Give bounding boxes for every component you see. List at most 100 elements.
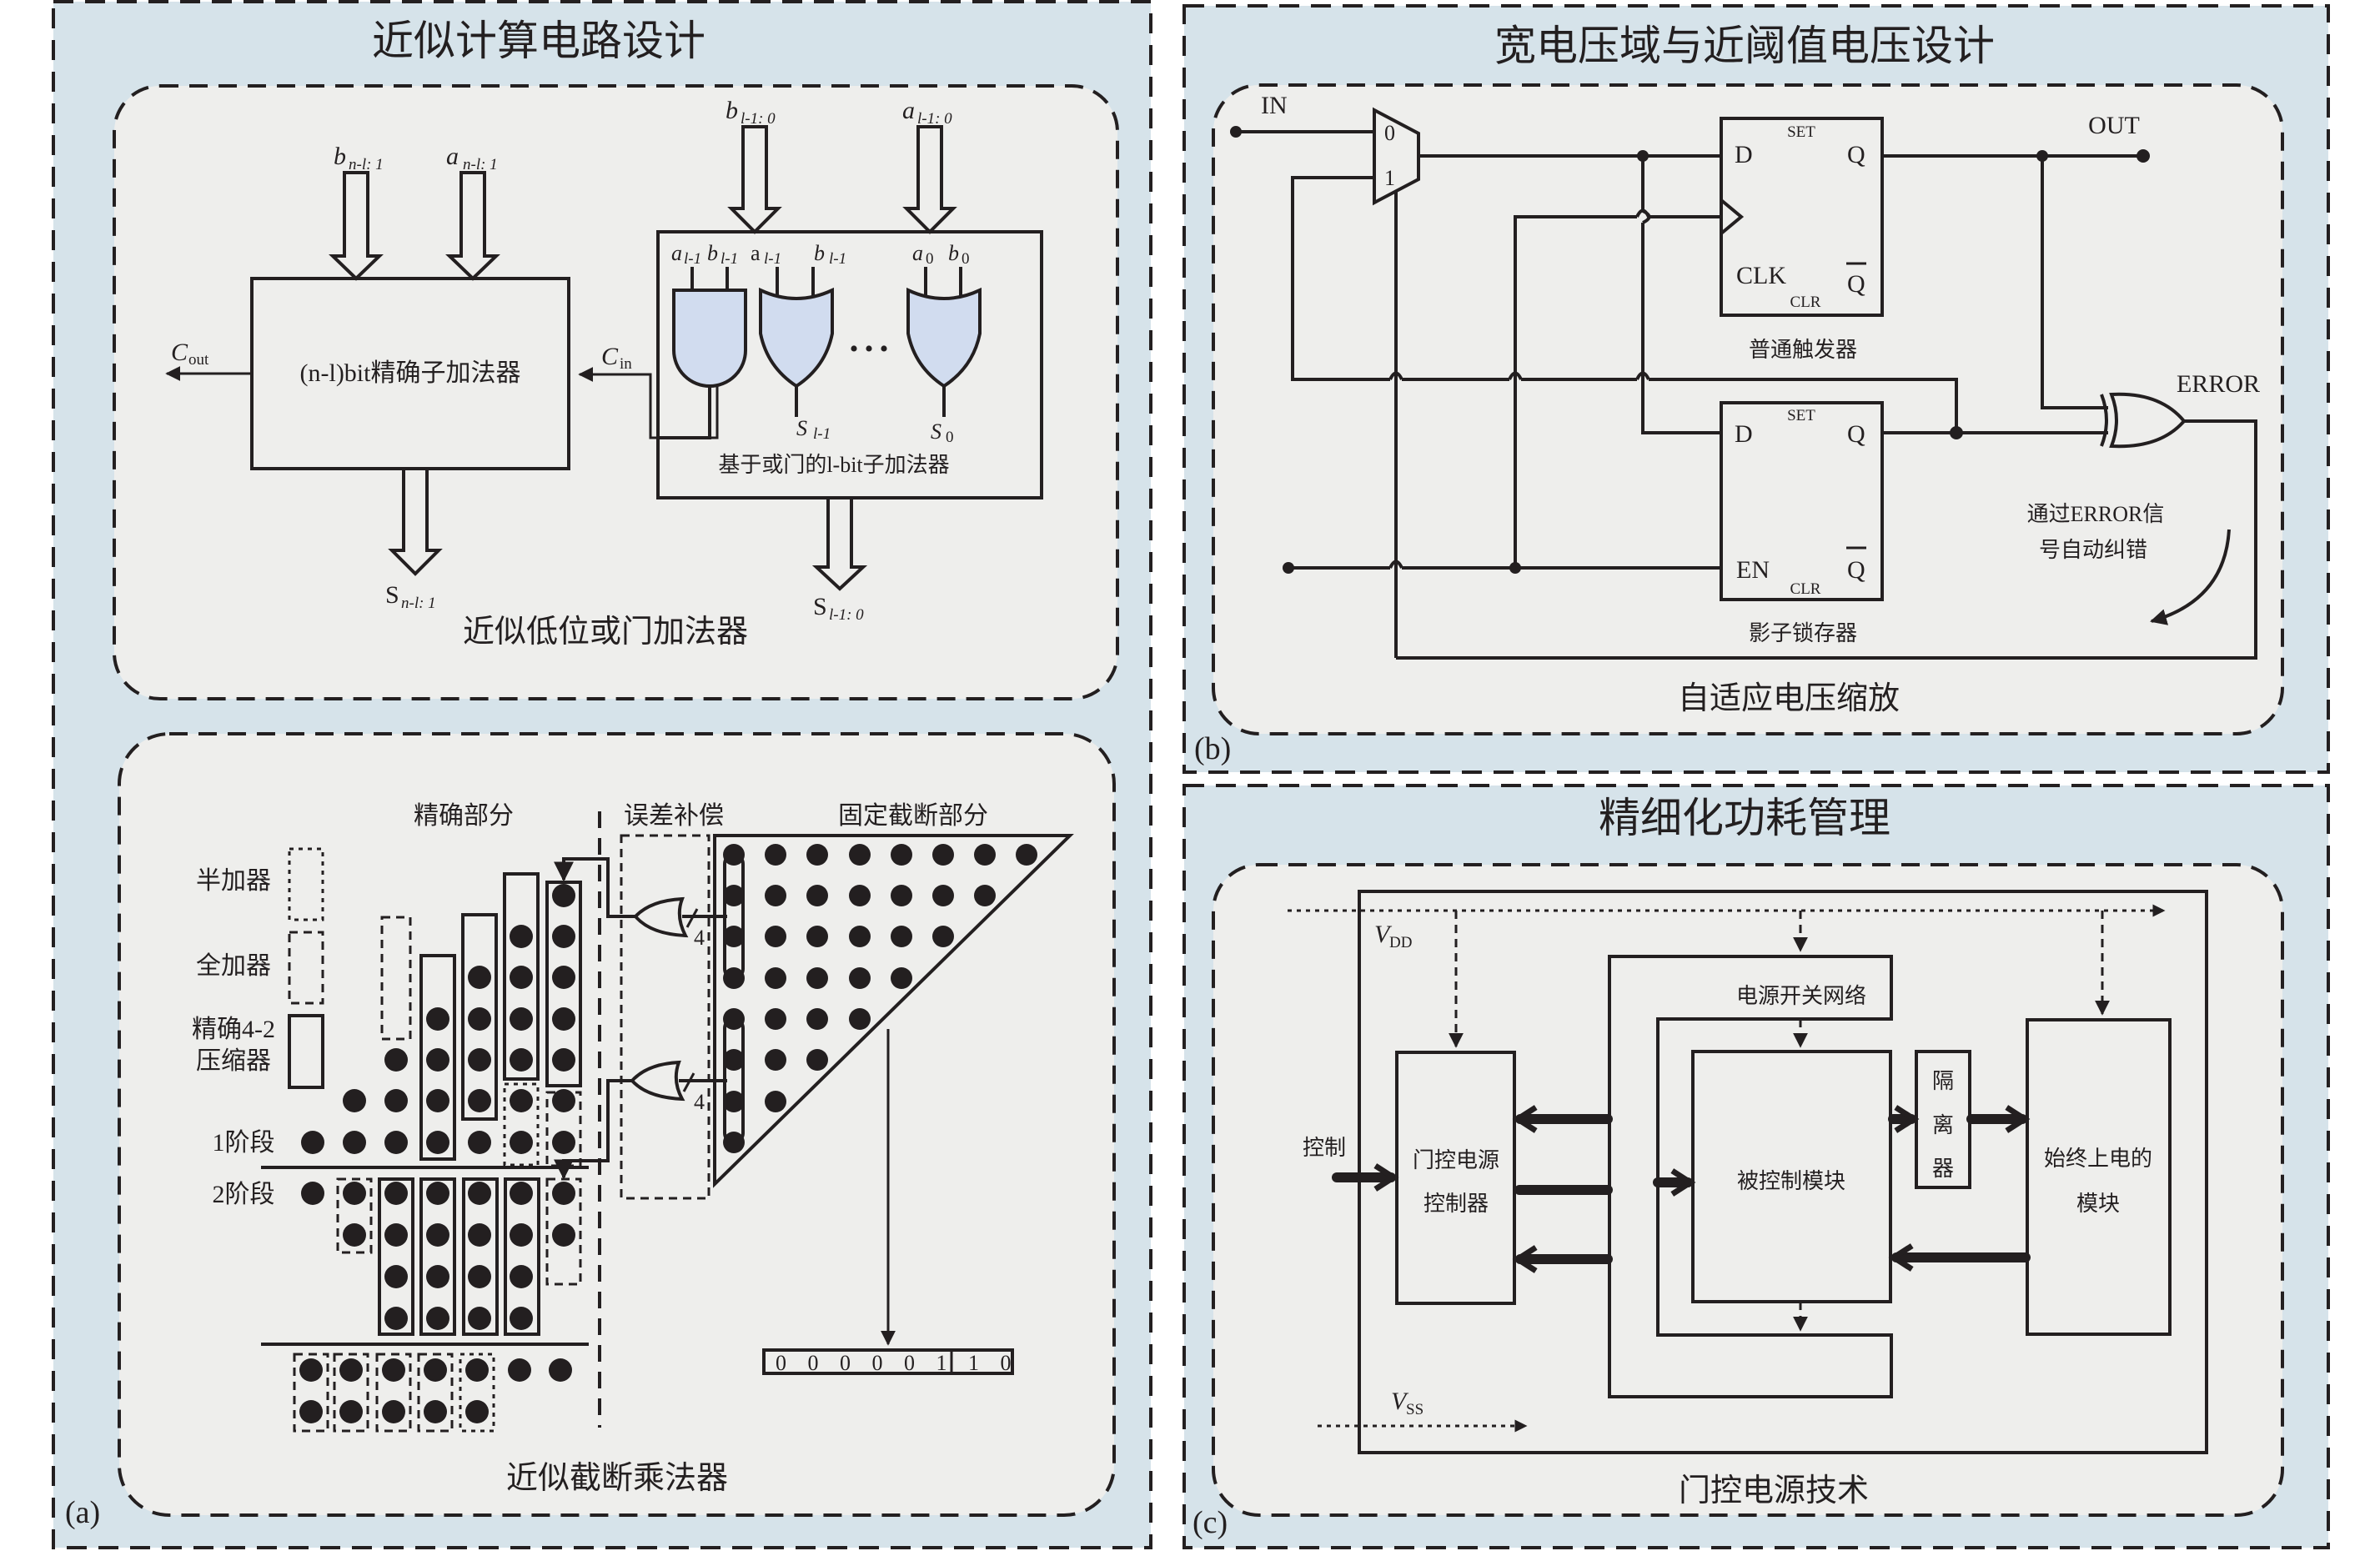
partial-product-dot: [510, 966, 533, 989]
power-switch-network: [1608, 955, 1893, 1398]
svg-text:a: a: [902, 97, 915, 124]
svg-text:0: 0: [926, 250, 934, 268]
truncated-dot: [723, 885, 745, 906]
legend-half-adder-swatch: [288, 847, 324, 921]
svg-text:a: a: [912, 241, 923, 265]
svg-text:始终上电的: 始终上电的: [2044, 1147, 2152, 1171]
svg-text:l-1: l-1: [813, 425, 831, 443]
panel-c-tag: (c): [1193, 1505, 1228, 1540]
svg-text:电源开关网络: 电源开关网络: [1736, 984, 1866, 1008]
result-bit: 1: [968, 1351, 979, 1375]
exact-subadder-label: (n-l)bit精确子加法器: [300, 359, 521, 387]
svg-text:EN: EN: [1736, 556, 1770, 584]
stage2-dot: [426, 1307, 449, 1330]
truncated-dot: [891, 967, 912, 989]
result-bit: 0: [1001, 1351, 1012, 1375]
final-dot: [424, 1358, 447, 1382]
section-comp-label: 误差补偿: [624, 802, 724, 830]
ff-main: D Q SET CLK Q CLR 普通触发器: [1720, 117, 1884, 362]
legend-full-adder-swatch: [288, 931, 324, 1005]
svg-text:Q: Q: [1847, 270, 1865, 298]
svg-text:n-l: 1: n-l: 1: [401, 595, 436, 612]
truncated-dot: [723, 1008, 745, 1030]
adder-group-box: [375, 1353, 412, 1433]
stage2-dot: [510, 1307, 533, 1330]
svg-text:Q: Q: [1847, 141, 1865, 168]
panel-b-caption: 自适应电压缩放: [1678, 681, 1900, 716]
truncated-dot: [723, 1049, 745, 1071]
svg-text:S: S: [813, 593, 827, 620]
svg-text:V: V: [1391, 1388, 1409, 1415]
adder-group-box: [417, 1353, 454, 1433]
control-label: 控制: [1303, 1136, 1346, 1160]
panel-a: 近似计算电路设计 (n-l)bit精确子加法器 b n-l: 1 a n-l: …: [52, 0, 1152, 1549]
svg-text:a: a: [751, 241, 761, 265]
adder-group-box: [462, 1177, 499, 1336]
partial-product-dot: [552, 925, 575, 948]
svg-text:SET: SET: [1787, 407, 1815, 424]
adder-group-box: [380, 916, 412, 1041]
stage2-dot: [301, 1182, 324, 1205]
svg-text:b: b: [814, 241, 825, 265]
legend-compressor-line1: 精确4-2: [192, 1016, 275, 1043]
partial-product-dot: [468, 1048, 491, 1072]
svg-text:n-l: 1: n-l: 1: [349, 156, 384, 173]
result-bit: 0: [904, 1351, 915, 1375]
compressor-groups: [293, 872, 582, 1433]
svg-text:l-1: l-1: [684, 250, 701, 268]
svg-text:C: C: [601, 343, 619, 370]
partial-product-dot: [301, 1131, 324, 1154]
truncated-dot: [806, 967, 828, 989]
svg-text:CLR: CLR: [1790, 580, 1821, 598]
truncated-dot: [932, 844, 954, 866]
in-label: IN: [1261, 92, 1288, 119]
carry-in: C in: [578, 343, 719, 439]
truncated-dot: [849, 967, 871, 989]
approx-truncated-multiplier: 精确部分 误差补偿 固定截断部分 半加器 全加器 精确4-2 压缩器 1阶段 2…: [118, 732, 1116, 1517]
legend-half-adder: 半加器: [196, 867, 271, 895]
truncated-dot: [849, 844, 871, 866]
partial-product-dot: [552, 966, 575, 989]
svg-text:b: b: [707, 241, 718, 265]
truncated-dot: [723, 967, 745, 989]
always-on-module: [2026, 1018, 2172, 1336]
svg-text:0: 0: [962, 250, 970, 268]
svg-text:out: out: [188, 351, 209, 369]
svg-text:1: 1: [1384, 166, 1395, 190]
out-terminal: [2136, 149, 2150, 163]
partial-product-dot: [552, 1007, 575, 1031]
svg-text:S: S: [931, 419, 941, 444]
svg-text:门控电源: 门控电源: [1413, 1148, 1499, 1172]
truncated-dot: [849, 926, 871, 947]
truncated-dot: [806, 1008, 828, 1030]
final-dot: [339, 1358, 363, 1382]
final-dot: [424, 1400, 447, 1423]
stage2-dot: [343, 1182, 366, 1205]
adder-group-box: [419, 954, 456, 1161]
svg-text:CLR: CLR: [1790, 294, 1821, 311]
truncated-dot: [765, 1008, 786, 1030]
adaptive-voltage-frame: [1212, 83, 2284, 735]
partial-product-dot: [384, 1131, 408, 1154]
svg-text:0: 0: [946, 429, 954, 446]
input-arrow-b-low: b l-1: 0: [726, 97, 782, 234]
svg-text:D: D: [1735, 420, 1753, 448]
stage2-dot: [426, 1223, 449, 1247]
stage2-dot: [468, 1223, 491, 1247]
stage2-dot: [426, 1265, 449, 1288]
truncated-dot: [723, 926, 745, 947]
legend-full-adder: 全加器: [196, 952, 271, 980]
truncated-dot: [974, 885, 996, 906]
or-gate-msb: a l-1 b l-1 S l-1: [751, 241, 846, 443]
svg-text:D: D: [1735, 141, 1753, 168]
svg-text:l-1: 0: l-1: 0: [829, 606, 864, 624]
adder-group-box: [293, 1353, 329, 1433]
multiplier-frame: [118, 732, 1116, 1517]
stage2-dot: [468, 1307, 491, 1330]
truncated-dot: [891, 885, 912, 906]
power-gating-frame: [1212, 863, 2284, 1517]
panel-b-title: 宽电压域与近阈值电压设计: [1494, 23, 1995, 69]
result-bit: 0: [776, 1351, 786, 1375]
output-arrow-s-high: S n-l: 1: [385, 467, 443, 612]
truncated-dot: [765, 885, 786, 906]
